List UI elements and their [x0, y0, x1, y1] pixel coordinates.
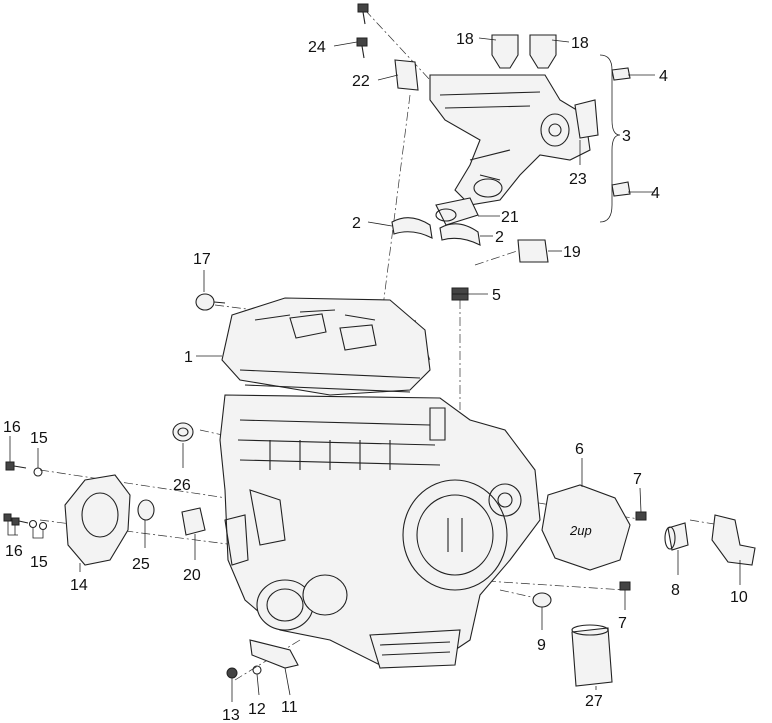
- bracket-22: [394, 59, 419, 91]
- callout-7-bottom: 7: [618, 615, 627, 632]
- bolt-7-bottom: [619, 581, 631, 591]
- sleeve-27: [571, 627, 613, 687]
- callout-25: 25: [132, 556, 150, 573]
- left-side-parts: [3, 422, 206, 566]
- callout-18-right: 18: [571, 35, 589, 52]
- clip-19: [517, 239, 549, 263]
- callout-8: 8: [671, 582, 680, 599]
- callout-12: 12: [248, 701, 266, 718]
- callout-14: 14: [70, 577, 88, 594]
- callout-11: 11: [281, 699, 298, 716]
- intake-joint-21: [435, 197, 479, 226]
- washer-15-top: [33, 467, 43, 477]
- callout-2-right: 2: [495, 229, 504, 246]
- callout-10: 10: [730, 589, 748, 606]
- callout-20: 20: [183, 567, 201, 584]
- callout-24: 24: [308, 39, 326, 56]
- cover-logo: 2up: [569, 523, 592, 538]
- right-side-parts: 2up: [532, 484, 756, 687]
- bolt-13: [226, 667, 238, 679]
- callout-15-bottom: 15: [30, 554, 48, 571]
- bolt-16-top: [5, 461, 15, 471]
- callout-26: 26: [173, 477, 191, 494]
- callout-19: 19: [563, 244, 581, 261]
- callout-18-left: 18: [456, 31, 474, 48]
- callout-13: 13: [222, 707, 240, 723]
- bottom-parts: [226, 639, 299, 679]
- callout-21: 21: [501, 209, 519, 226]
- washer-12: [252, 665, 262, 675]
- bush-20: [181, 507, 206, 536]
- cap-4-bottom: [611, 181, 631, 197]
- clamps-2: [391, 217, 481, 246]
- callout-23: 23: [569, 171, 587, 188]
- cover-6: [541, 484, 631, 571]
- callout-3: 3: [622, 128, 631, 145]
- callout-22: 22: [352, 73, 370, 90]
- callout-6: 6: [575, 441, 584, 458]
- engine-block: [219, 297, 541, 669]
- callout-labels: 24 22 18 18 4 3 23 4 21 2 2 19 17 5 1 16…: [3, 31, 748, 723]
- bolts-top: [356, 3, 369, 59]
- callout-17: 17: [193, 251, 211, 268]
- leader-lines: [7, 37, 741, 702]
- callout-5: 5: [492, 287, 501, 304]
- bolt-17: [195, 293, 226, 311]
- injector-left: [491, 34, 519, 69]
- callout-4-bottom: 4: [651, 185, 660, 202]
- callout-27: 27: [585, 693, 603, 710]
- nut-5: [451, 287, 469, 301]
- callout-2-left: 2: [352, 215, 361, 232]
- spacer-25: [137, 499, 155, 521]
- callout-16-top: 16: [3, 419, 21, 436]
- callout-7-top: 7: [633, 471, 642, 488]
- bracket-10: [711, 514, 756, 566]
- callout-1: 1: [184, 349, 193, 366]
- cap-4-top: [611, 67, 631, 81]
- callout-15-top: 15: [30, 430, 48, 447]
- bolt-7-top: [635, 511, 647, 521]
- throttle-body-assembly: [394, 34, 631, 226]
- bracket-11: [249, 639, 299, 669]
- callout-4-top: 4: [659, 68, 668, 85]
- callout-9: 9: [537, 637, 546, 654]
- washer-9: [532, 592, 552, 608]
- seal-26: [172, 422, 194, 442]
- injector-right: [529, 34, 557, 69]
- cover-14: [64, 474, 131, 566]
- callout-16-bottom: 16: [5, 543, 23, 560]
